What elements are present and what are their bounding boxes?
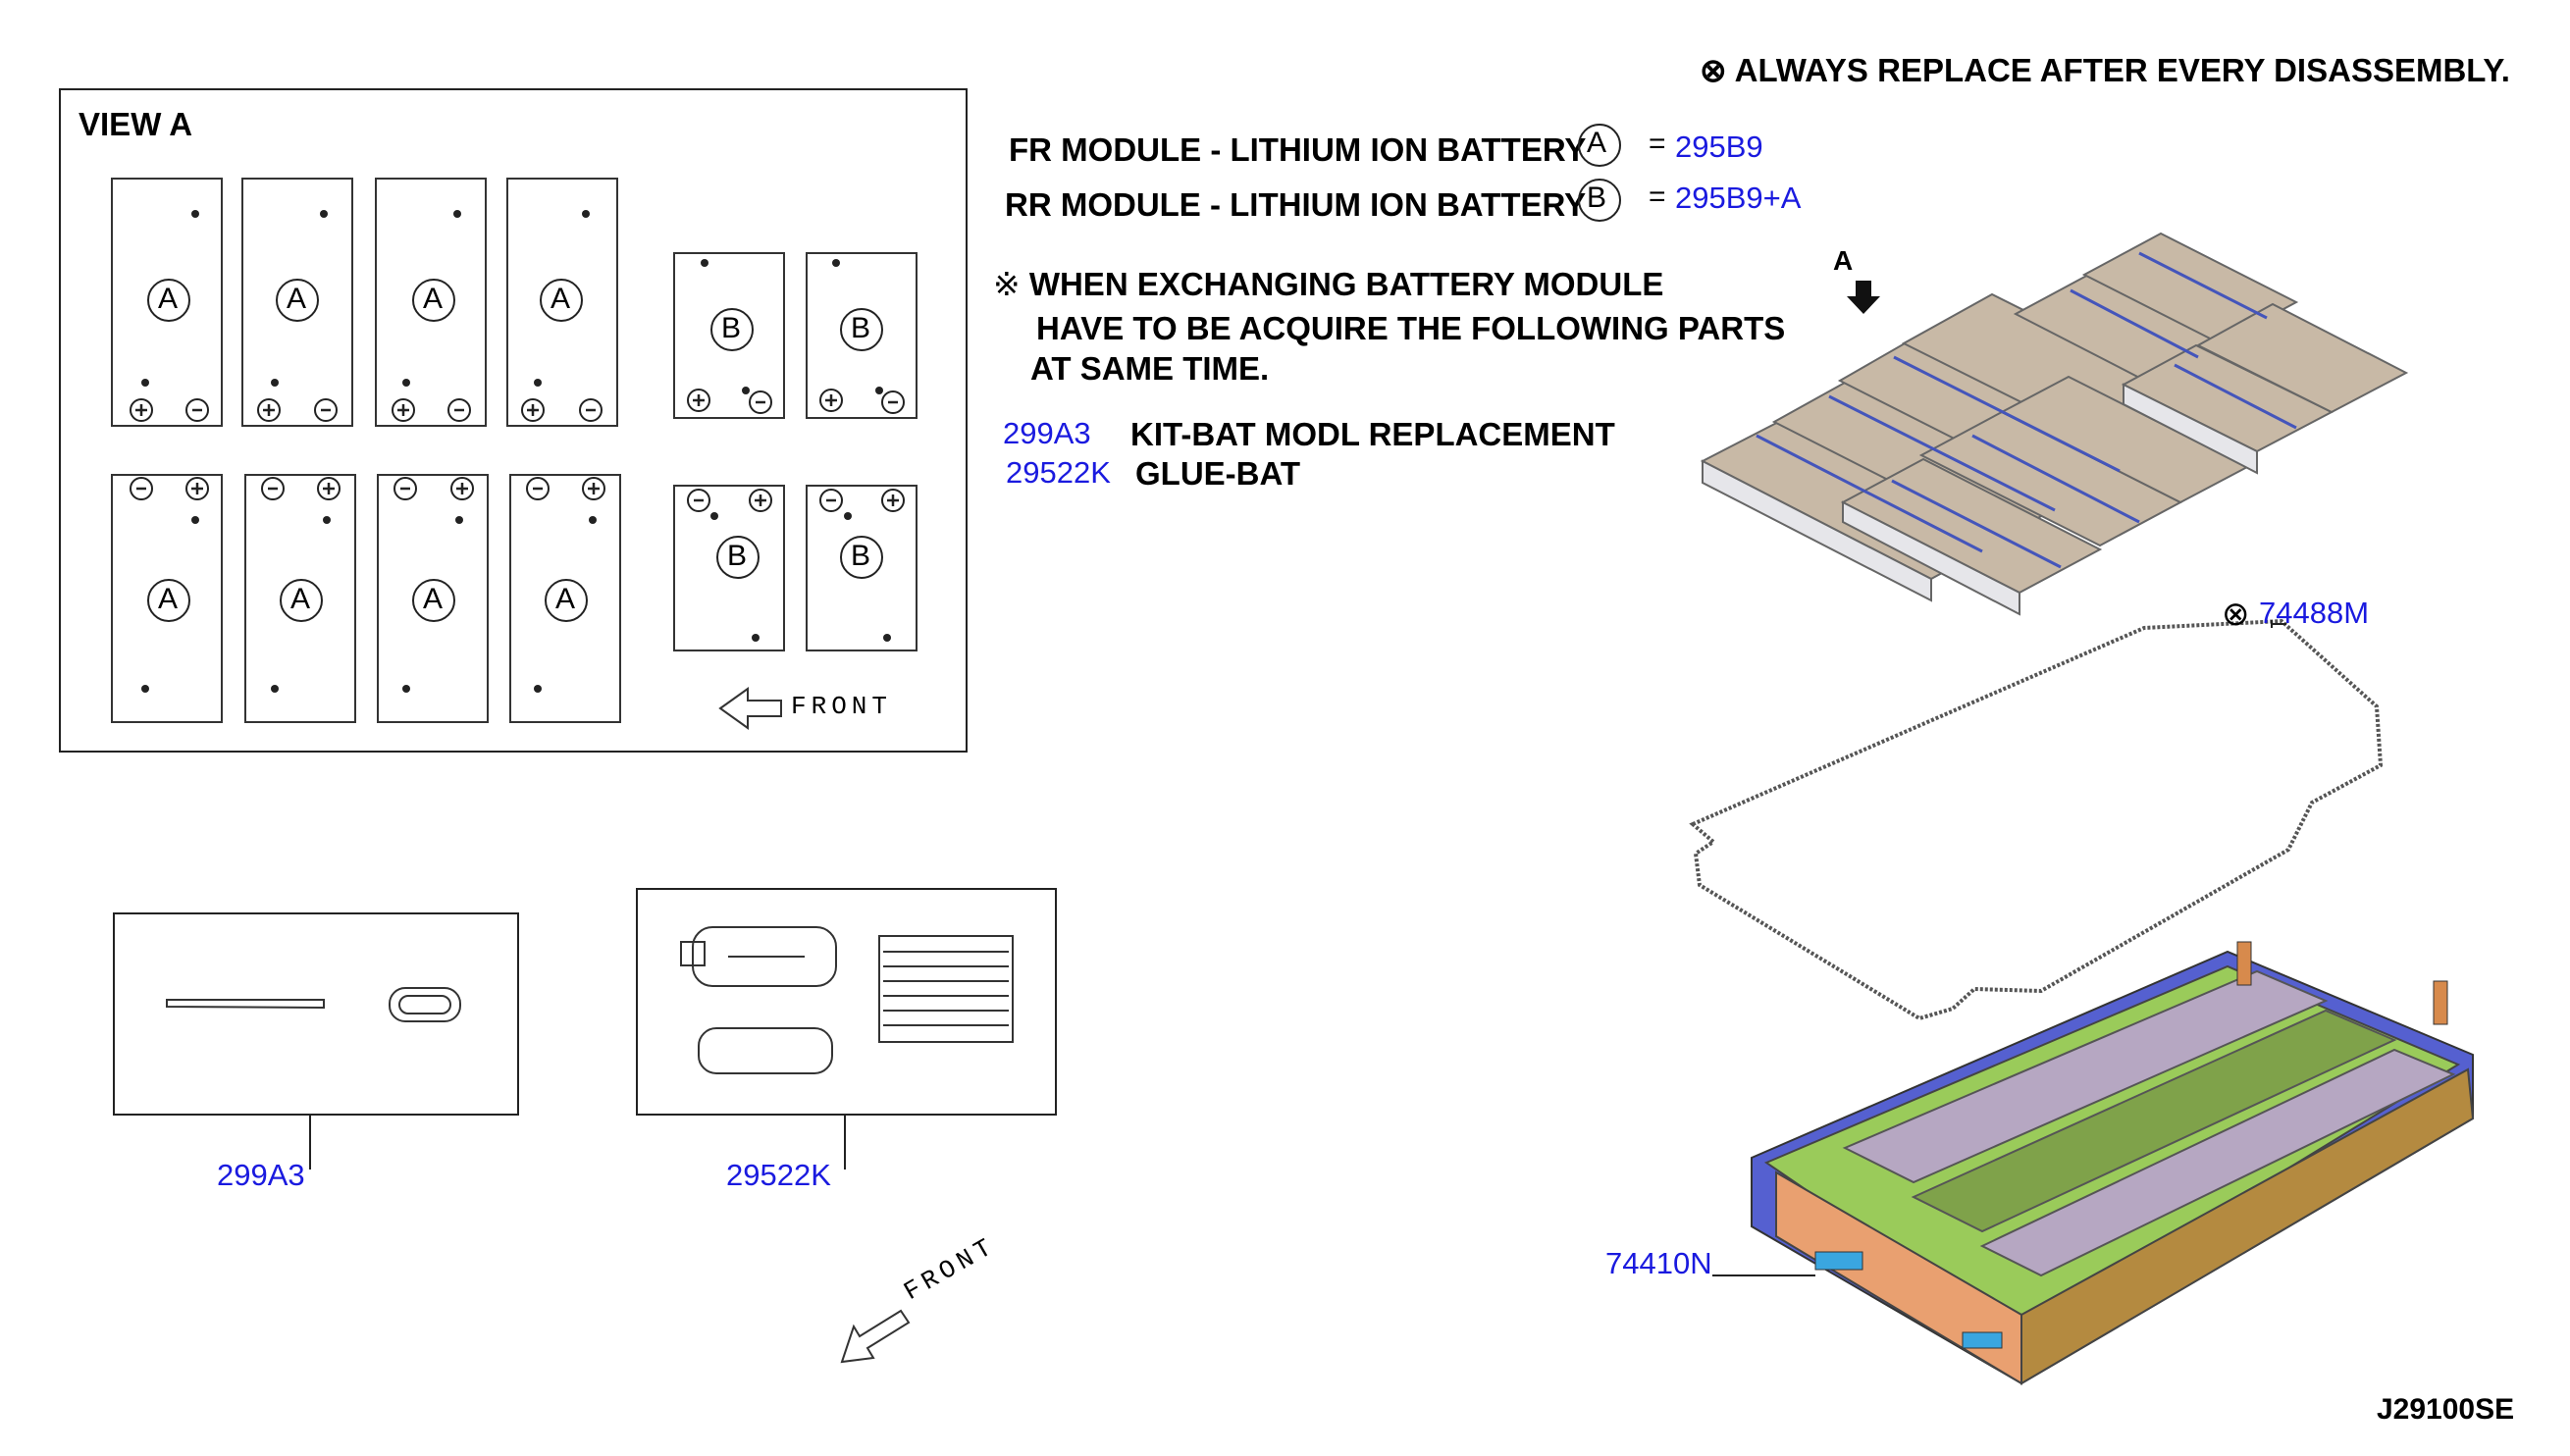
view-a-modules-bottom-row xyxy=(111,474,918,723)
fr-module-equals: = xyxy=(1649,128,1666,160)
diagram-code: J29100SE xyxy=(2377,1393,2515,1426)
notice: ⊗ ALWAYS REPLACE AFTER EVERY DISASSEMBLY… xyxy=(1700,51,2510,89)
module-b-letter: B xyxy=(851,540,871,572)
gasket-replace-icon: ⊗ xyxy=(2222,596,2250,633)
terminal-symbols xyxy=(130,389,905,512)
kit-bat-modl-box xyxy=(113,912,519,1116)
glue-bat-box xyxy=(636,888,1057,1116)
fr-module-part-link[interactable]: 295B9 xyxy=(1675,130,1763,164)
view-a-title: VIEW A xyxy=(79,106,193,142)
view-a-front-label: FRONT xyxy=(791,692,893,721)
module-a-letter: A xyxy=(551,283,571,315)
module-a-letter: A xyxy=(287,283,307,315)
module-a-letter: A xyxy=(158,283,179,315)
gasket-part-link[interactable]: 74488M xyxy=(2259,596,2370,630)
fr-module-name: FR MODULE - LITHIUM ION BATTERY xyxy=(1009,131,1587,168)
module-a-letter: A xyxy=(555,583,576,615)
bottom-front-arrow xyxy=(840,1309,911,1364)
tray-part-link[interactable]: 74410N xyxy=(1605,1246,1712,1280)
kit-part-link[interactable]: 299A3 xyxy=(217,1158,305,1192)
module-a-letter: A xyxy=(158,583,179,615)
fr-module-symbol-letter: A xyxy=(1587,127,1607,159)
rr-module-symbol-letter: B xyxy=(1587,182,1607,214)
arrow-a-label: A xyxy=(1833,245,1854,276)
module-symbol-circles xyxy=(147,279,883,622)
required-part-29522k-link[interactable]: 29522K xyxy=(1006,455,1111,490)
battery-tray xyxy=(1751,941,2475,1385)
required-part-299a3-link[interactable]: 299A3 xyxy=(1003,416,1091,450)
view-a-frame xyxy=(59,88,968,753)
battery-module-stack xyxy=(1700,232,2409,616)
glue-part-link[interactable]: 29522K xyxy=(726,1158,831,1192)
rr-module-equals: = xyxy=(1649,181,1666,213)
arrow-a-down xyxy=(1847,281,1880,314)
module-b-letter: B xyxy=(721,312,742,344)
required-part-29522k-desc: GLUE-BAT xyxy=(1135,455,1301,492)
rr-module-part-link[interactable]: 295B9+A xyxy=(1675,181,1802,215)
note-mark: ※ xyxy=(993,266,1021,302)
exchange-note-line1: ※ WHEN EXCHANGING BATTERY MODULE xyxy=(993,265,1663,303)
module-b-letter: B xyxy=(727,540,748,572)
rr-module-symbol xyxy=(1578,179,1621,222)
rr-module-name: RR MODULE - LITHIUM ION BATTERY xyxy=(1005,186,1587,223)
exchange-note-line3: AT SAME TIME. xyxy=(1030,350,1270,387)
module-a-letter: A xyxy=(423,583,444,615)
view-a-modules-top-row xyxy=(111,178,918,427)
module-b-letter: B xyxy=(851,312,871,344)
fr-module-symbol xyxy=(1578,124,1621,167)
required-part-299a3-desc: KIT-BAT MODL REPLACEMENT xyxy=(1130,416,1615,452)
note-line1: WHEN EXCHANGING BATTERY MODULE xyxy=(1028,266,1664,302)
notice-text: ALWAYS REPLACE AFTER EVERY DISASSEMBLY. xyxy=(1734,52,2510,88)
module-a-letter: A xyxy=(290,583,311,615)
module-a-letter: A xyxy=(423,283,444,315)
exchange-note-line2: HAVE TO BE ACQUIRE THE FOLLOWING PARTS xyxy=(1036,310,1786,346)
gasket-outline xyxy=(1689,618,2384,1021)
replace-symbol-icon: ⊗ xyxy=(1700,52,1727,88)
view-a-front-arrow xyxy=(718,687,782,730)
